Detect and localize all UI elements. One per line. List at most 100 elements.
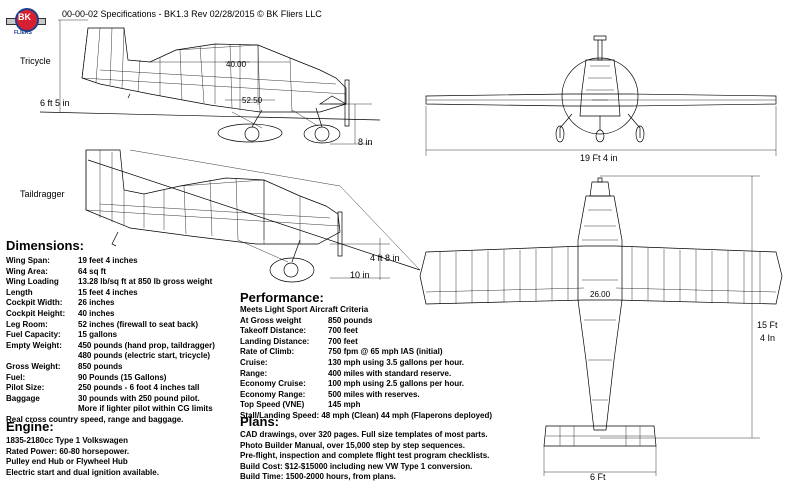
performance-list: Meets Light Sport Aircraft Criteria At G… <box>240 305 492 422</box>
spec-value: 26 inches <box>78 298 115 308</box>
spec-value: 64 sq ft <box>78 266 107 276</box>
spec-row: More if lighter pilot within CG limits <box>6 404 215 415</box>
length-dim-1: 15 Ft <box>757 320 778 330</box>
spec-value: 15 gallons <box>78 330 118 340</box>
document-title: 00-00-02 Specifications - BK1.3 Rev 02/2… <box>62 9 322 19</box>
tricycle-clearance-dim: 8 in <box>358 137 373 147</box>
spec-row: Cockpit Height: 40 inches <box>6 309 215 320</box>
perf-key: At Gross weight <box>240 315 302 325</box>
spec-value: 450 pounds (hand prop, taildragger) <box>78 340 215 350</box>
top-chord-dim: 26.00 <box>590 290 611 299</box>
perf-key: Top Speed (VNE) <box>240 400 305 410</box>
spec-row: Leg Room:52 inches (firewall to seat bac… <box>6 320 215 331</box>
spec-row: Pilot Size:250 pounds - 6 foot 4 inches … <box>6 383 215 394</box>
spec-row: Wing Area: 64 sq ft <box>6 267 215 278</box>
spec-row: 480 pounds (electric start, tricycle) <box>6 351 215 362</box>
perf-key: Landing Distance: <box>240 336 310 346</box>
spec-key: Wing Area: <box>6 266 48 276</box>
logo-subtext: FLIERS <box>14 30 32 36</box>
perf-row: Range: 400 miles with standard reserve. <box>240 369 492 380</box>
spec-row: Length 15 feet 4 inches <box>6 288 215 299</box>
spec-row: Wing Loading 13.28 lb/sq ft at 850 lb gro… <box>6 277 215 288</box>
spec-value: 90 Pounds (15 Gallons) <box>78 372 167 382</box>
plans-line: Pre-flight, inspection and complete flig… <box>240 451 490 461</box>
spec-key: Baggage <box>6 393 40 403</box>
engine-list: 1835-2180cc Type 1 Volkswagen Rated Powe… <box>6 436 159 478</box>
spec-key: Wing Loading <box>6 277 59 287</box>
perf-key: Rate of Climb: <box>240 347 295 357</box>
bk-fliers-logo: BK FLIERS <box>6 6 46 36</box>
taildragger-label: Taildragger <box>20 189 65 199</box>
tail-span-dim: 6 Ft <box>590 472 606 482</box>
perf-value: 145 mph <box>328 400 361 410</box>
spec-value: 15 feet 4 inches <box>78 287 138 297</box>
top-view <box>419 175 783 476</box>
perf-key: Takeoff Distance: <box>240 326 307 336</box>
perf-value: 700 feet <box>328 326 358 336</box>
cockpit-height-dim: 40.00 <box>226 60 247 69</box>
spec-row: Empty Weight: 450 pounds (hand prop, tail… <box>6 341 215 352</box>
plans-line: Photo Builder Manual, over 15,000 step b… <box>240 440 465 450</box>
performance-heading: Performance: <box>240 290 324 305</box>
perf-value: 750 fpm @ 65 mph IAS (initial) <box>328 347 443 357</box>
length-dim-2: 4 In <box>760 333 776 343</box>
spec-row: Fuel Capacity: 15 gallons <box>6 330 215 341</box>
front-span-dim: 19 Ft 4 in <box>580 153 618 163</box>
spec-key: Wing Span: <box>6 256 50 265</box>
perf-key: Range: <box>240 368 268 378</box>
engine-line: Pulley end Hub or Flywheel Hub <box>6 457 128 467</box>
spec-row: Baggage 30 pounds with 250 pound pilot. <box>6 394 215 405</box>
perf-row: At Gross weight 850 pounds <box>240 316 492 327</box>
plans-line: Build Time: 1500-2000 hours, from plans. <box>240 472 396 482</box>
spec-key: Cockpit Height: <box>6 308 66 318</box>
perf-key: Economy Range: <box>240 389 306 399</box>
perf-row: Economy Cruise: 100 mph using 2.5 gallons… <box>240 379 492 390</box>
perf-row: Takeoff Distance: 700 feet <box>240 326 492 337</box>
logo-circle <box>15 8 39 32</box>
dimensions-list: Wing Span: 19 feet 4 inches Wing Area: 64 … <box>6 256 215 426</box>
perf-value: 400 miles with standard reserve. <box>328 368 452 378</box>
stall-speed: Stall/Landing Speed: 48 mph (Clean) 44 m… <box>240 410 493 420</box>
spec-value: 40 inches <box>78 308 115 318</box>
spec-value: 30 pounds with 250 pound pilot. <box>78 393 200 403</box>
perf-value: 500 miles with reserves. <box>328 389 420 399</box>
perf-row: Top Speed (VNE) 145 mph <box>240 400 492 411</box>
logo-text: BK <box>18 12 31 22</box>
spec-key: Empty Weight: <box>6 340 62 350</box>
dimensions-heading: Dimensions: <box>6 238 85 253</box>
performance-subheading: Meets Light Sport Aircraft Criteria <box>240 305 369 314</box>
perf-value: 100 mph using 2.5 gallons per hour. <box>328 379 465 389</box>
perf-value: 130 mph using 3.5 gallons per hour. <box>328 357 465 367</box>
spec-value: 480 pounds (electric start, tricycle) <box>78 351 211 361</box>
perf-row: Cruise:130 mph using 3.5 gallons per hou… <box>240 358 492 369</box>
perf-value: 700 feet <box>328 336 358 346</box>
tricycle-label: Tricycle <box>20 56 51 66</box>
taildragger-side-view <box>85 149 421 283</box>
spec-key: Cockpit Width: <box>6 298 63 308</box>
front-view <box>425 35 777 156</box>
spec-key: Fuel: <box>6 372 26 382</box>
leg-room-dim: 52.50 <box>242 96 263 105</box>
plans-heading: Plans: <box>240 414 280 429</box>
perf-row: Rate of Climb: 750 fpm @ 65 mph IAS (init… <box>240 347 492 358</box>
perf-value: 850 pounds <box>328 315 373 325</box>
perf-row: Economy Range: 500 miles with reserves. <box>240 390 492 401</box>
plans-line: Build Cost: $12-$15000 including new VW … <box>240 461 473 471</box>
engine-line: 1835-2180cc Type 1 Volkswagen <box>6 436 128 445</box>
spec-value: 850 pounds <box>78 361 123 371</box>
spec-value: 13.28 lb/sq ft at 850 lb gross weight <box>78 277 213 287</box>
plans-list: CAD drawings, over 320 pages. Full size … <box>240 430 489 483</box>
spec-key: Fuel Capacity: <box>6 330 61 340</box>
spec-key: Leg Room: <box>6 319 48 329</box>
perf-key: Economy Cruise: <box>240 379 306 389</box>
tricycle-height-dim: 6 ft 5 in <box>40 98 70 108</box>
taildragger-clearance-dim: 10 in <box>350 270 370 280</box>
spec-value: 250 pounds - 6 foot 4 inches tall <box>78 383 200 393</box>
spec-row: Fuel: 90 Pounds (15 Gallons) <box>6 373 215 384</box>
spec-key: Length <box>6 287 33 297</box>
spec-value: 19 feet 4 inches <box>78 256 138 265</box>
tricycle-side-view <box>39 19 381 145</box>
engine-line: Rated Power: 60-80 horsepower. <box>6 446 130 456</box>
plans-line: CAD drawings, over 320 pages. Full size … <box>240 430 488 439</box>
